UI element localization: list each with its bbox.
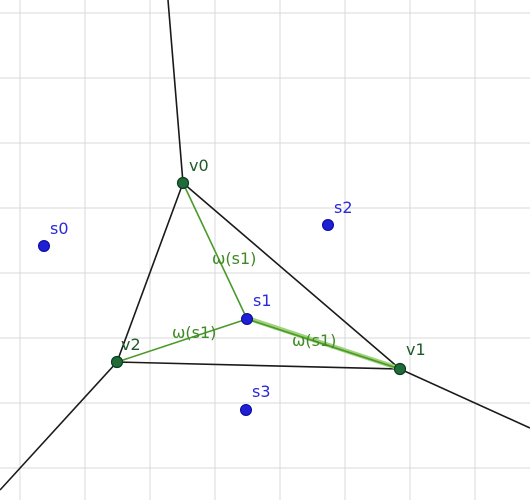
edge-v1-right — [399, 368, 530, 429]
edge-v0-v2 — [116, 182, 184, 363]
edge-labels: ω(s1) ω(s1) ω(s1) — [172, 249, 336, 350]
weight-label-s1-v1: ω(s1) — [292, 331, 336, 350]
site-labels: s0 s1 s2 s3 — [50, 198, 353, 401]
site-label-s3: s3 — [252, 382, 271, 401]
edge-v2-v1 — [116, 361, 401, 370]
vertex-v1[interactable] — [393, 362, 407, 376]
vertex-v0[interactable] — [176, 176, 190, 190]
vertex-label-v1: v1 — [406, 340, 426, 359]
weighted-edge-s1-v0 — [182, 182, 248, 320]
vertex-label-v2: v2 — [121, 335, 141, 354]
site-s3[interactable] — [240, 404, 252, 416]
weight-label-s1-v2: ω(s1) — [172, 323, 216, 342]
site-s0[interactable] — [38, 240, 50, 252]
site-points — [38, 219, 334, 416]
site-label-s0: s0 — [50, 219, 69, 238]
vertex-label-v0: v0 — [189, 156, 209, 175]
site-label-s1: s1 — [253, 291, 272, 310]
weighted-edges — [116, 182, 401, 371]
site-label-s2: s2 — [334, 198, 353, 217]
vertex-v2[interactable] — [110, 355, 124, 369]
weighted-edge-s1-v2 — [116, 318, 248, 363]
weight-label-s1-v0: ω(s1) — [212, 249, 256, 268]
edge-v2-bottom — [0, 361, 118, 491]
edge-v0-v1 — [182, 182, 401, 370]
site-s2[interactable] — [322, 219, 334, 231]
weighted-edge-s1-v1 — [246, 318, 401, 370]
edge-v0-top — [167, 0, 184, 184]
vertex-points — [110, 176, 407, 376]
site-s1[interactable] — [241, 313, 253, 325]
vertex-labels: v0 v1 v2 — [121, 156, 426, 359]
